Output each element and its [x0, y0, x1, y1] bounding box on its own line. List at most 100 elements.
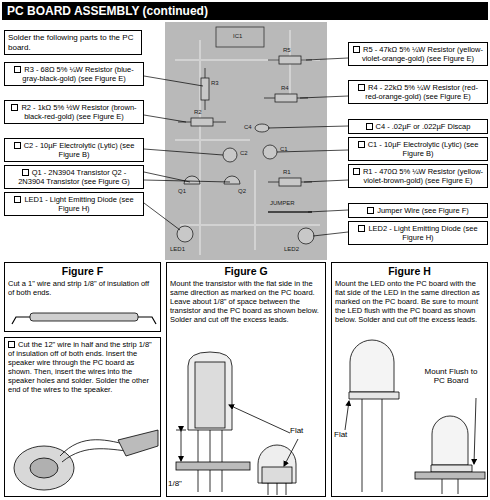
led-drawing-part: [474, 398, 476, 464]
board-components-part: [205, 68, 206, 110]
led-drawing-part: [349, 392, 399, 399]
instruction-box: Cut the 12" wire in half and the strip 1…: [4, 337, 161, 497]
transistor-drawing-part: [210, 430, 211, 492]
leader-lines-part: [313, 232, 348, 236]
board-label: LED2: [284, 246, 299, 253]
instruction-box: Solder the following parts to the PC boa…: [4, 30, 142, 55]
transistor-drawing: [176, 352, 298, 495]
board-components-part: [263, 145, 277, 159]
figure-title: Figure H: [335, 265, 484, 278]
checkbox: [367, 207, 374, 214]
board-components-part: [223, 148, 237, 162]
callout-text: R3 - 68Ω 5% ¼W Resistor (blue-gray-black…: [22, 65, 133, 83]
jumper-wire-part: [30, 313, 138, 321]
board-components-part: [279, 56, 301, 64]
speaker-part: [60, 440, 132, 456]
speaker: [14, 430, 158, 490]
leader-lines-part: [306, 58, 348, 60]
part-callout: LED1 - Light Emitting Diode (see Figure …: [4, 192, 144, 216]
callout-text: Cut the 12" wire in half and the strip 1…: [8, 340, 152, 394]
board-components-part: [255, 124, 269, 132]
callout-text: LED1 - Light Emitting Diode (see Figure …: [24, 195, 133, 213]
transistor-drawing-part: [176, 462, 250, 470]
led-drawing-part: [362, 399, 363, 492]
pc-board: [165, 22, 327, 260]
flat-label: Flat: [290, 427, 303, 436]
part-callout: Jumper Wire (see Figure F): [348, 203, 488, 218]
part-callout: C4 - .02µF or .022µF Discap: [348, 119, 488, 134]
board-label: JUMPER: [270, 200, 295, 207]
transistor-drawing-part: [176, 430, 186, 431]
leader-lines-part: [144, 172, 190, 182]
led-drawing-part: [432, 416, 468, 465]
callout-text: Jumper Wire (see Figure F): [377, 206, 469, 215]
transistor-drawing-part: [222, 430, 223, 492]
checkbox: [14, 142, 21, 149]
board-label: LED1: [170, 246, 185, 253]
speaker-part: [118, 430, 158, 456]
leader-lines-part: [144, 203, 180, 230]
transistor-drawing-part: [195, 362, 225, 428]
page-title: PC BOARD ASSEMBLY (continued): [2, 2, 488, 20]
led-drawing-part: [458, 479, 459, 494]
transistor-drawing-part: [198, 430, 199, 492]
board-components: [177, 56, 314, 244]
board-label: C4: [244, 124, 252, 131]
leader-lines-part: [304, 180, 348, 182]
transistor-drawing-part: [286, 483, 287, 495]
jumper-wire-part: [12, 317, 30, 324]
figure-title: Figure F: [8, 265, 157, 278]
callout-text: R4 - 22kΩ 5% ¼W Resistor (red-red-orange…: [365, 83, 478, 101]
callout-text: C2 - 10µF Electrolytic (Lytic) (see Figu…: [24, 141, 135, 159]
speaker-part: [62, 449, 136, 462]
callout-text: C1 - 10µF Electrolytic (Lytic) (see Figu…: [368, 140, 479, 158]
transistor-drawing-part: [229, 405, 290, 433]
leader-lines-part: [144, 180, 230, 182]
leader-lines-part: [144, 115, 186, 122]
callout-text: R5 - 47kΩ 5% ¼W Resistor (yellow-violet-…: [362, 45, 483, 63]
part-callout: R4 - 22kΩ 5% ¼W Resistor (red-red-orange…: [348, 80, 488, 104]
callout-text: Solder the following parts to the PC boa…: [8, 33, 133, 52]
board-components-part: [191, 118, 213, 126]
callout-text: LED2 - Light Emitting Diode (see Figure …: [368, 224, 477, 242]
board-components-part: [264, 98, 308, 99]
board-label: R5: [283, 47, 291, 54]
led-drawing-part: [350, 340, 394, 392]
callout-text: Mount the LED onto the PC board with the…: [335, 279, 484, 324]
part-callout: R3 - 68Ω 5% ¼W Resistor (blue-gray-black…: [4, 62, 144, 86]
board-label: C1: [280, 146, 288, 153]
board-components-part: [201, 78, 209, 100]
leader-lines-part: [300, 96, 348, 98]
speaker-part: [30, 458, 58, 478]
transistor-drawing-part: [268, 483, 269, 495]
callout-text: C4 - .02µF or .022µF Discap: [376, 122, 471, 131]
board-label: IC1: [233, 33, 242, 40]
transistor-drawing-part: [188, 352, 232, 430]
led-drawing-part: [345, 401, 349, 430]
board-label: C2: [240, 150, 248, 157]
checkbox: [358, 141, 365, 148]
part-callout: R1 - 470Ω 5% ¼W Resistor (yellow-violet-…: [348, 164, 488, 188]
part-callout: C1 - 10µF Electrolytic (Lytic) (see Figu…: [348, 137, 488, 161]
checkbox: [8, 341, 15, 348]
leader-lines-part: [308, 210, 348, 212]
board-label: R3: [211, 80, 219, 87]
callout-text: Q1 - 2N3904 Transistor Q2 - 2N3904 Trans…: [18, 168, 130, 186]
board-components-part: [177, 226, 193, 242]
board-label: Q2: [238, 188, 246, 195]
board-components-part: [275, 94, 297, 102]
callout-text: R1 - 470Ω 5% ¼W Resistor (yellow-violet-…: [363, 167, 483, 185]
checkbox: [22, 169, 29, 176]
board-components-part: [268, 182, 312, 183]
transistor-drawing-part: [262, 467, 292, 483]
board-components-part: [224, 176, 240, 184]
board-label: R2: [194, 109, 202, 116]
figure-box: Figure GMount the transistor with the fl…: [166, 262, 326, 497]
led-drawing-part: [415, 472, 485, 479]
transistor-drawing-part: [277, 483, 278, 495]
part-callout: R2 - 1kΩ 5% ½W Resistor (brown-black-red…: [4, 100, 144, 124]
leader-lines-part: [268, 126, 348, 128]
led-drawing-part: [442, 479, 443, 494]
leader-lines-part: [144, 76, 203, 86]
